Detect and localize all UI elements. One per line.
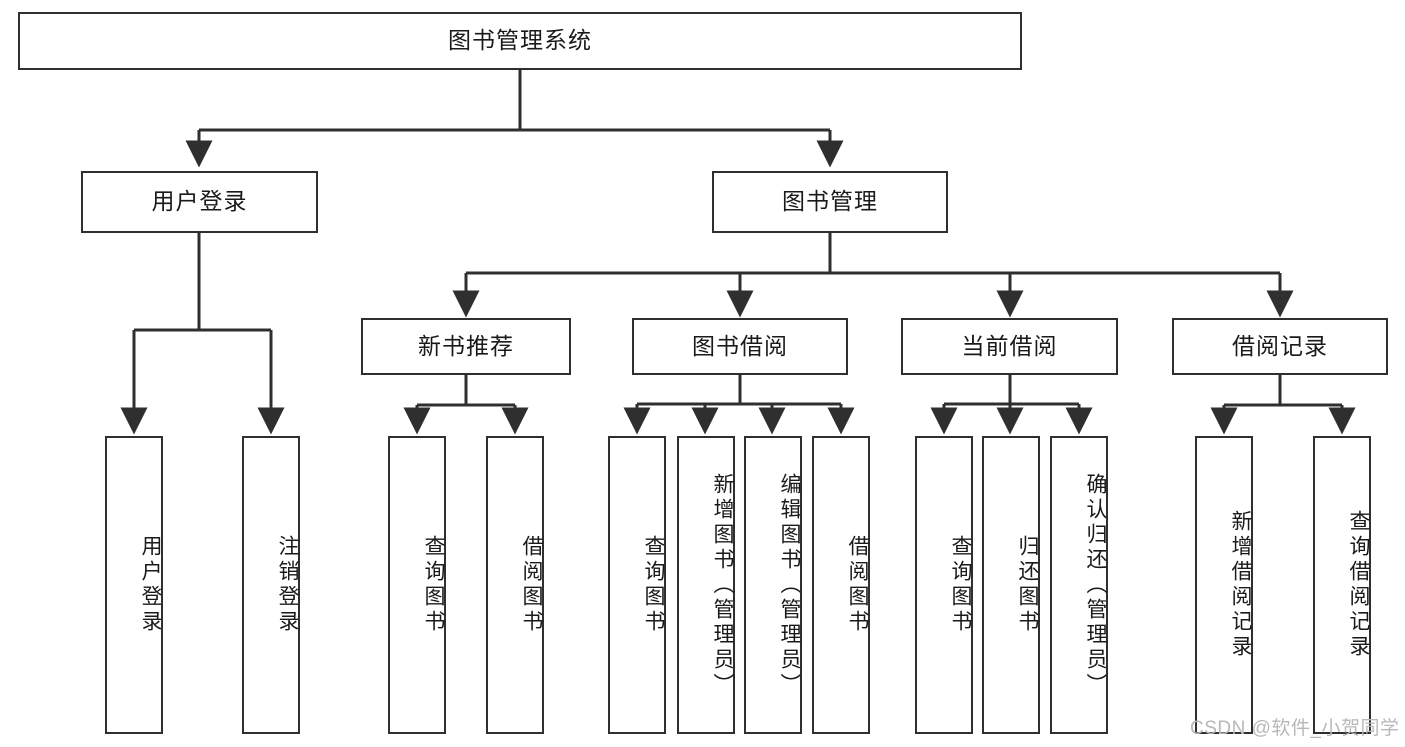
node-book-borrowing[interactable]: 图书借阅	[632, 318, 848, 375]
leaf-current-borrow-query[interactable]: 查询图书	[915, 436, 973, 734]
leaf-new-book-borrow[interactable]: 借阅图书	[486, 436, 544, 734]
leaf-label: 查询借阅记录	[1347, 510, 1370, 660]
leaf-label: 用户登录	[139, 535, 162, 635]
leaf-borrow-record-add[interactable]: 新增借阅记录	[1195, 436, 1253, 734]
node-new-book-recommendation[interactable]: 新书推荐	[361, 318, 571, 375]
leaf-book-borrow-query[interactable]: 查询图书	[608, 436, 666, 734]
node-borrow-records[interactable]: 借阅记录	[1172, 318, 1388, 375]
leaf-label: 新增图书（管理员）	[711, 472, 734, 698]
leaf-label: 查询图书	[422, 535, 445, 635]
leaf-label: 新增借阅记录	[1229, 510, 1252, 660]
node-user-login[interactable]: 用户登录	[81, 171, 318, 233]
node-current-borrowing[interactable]: 当前借阅	[901, 318, 1118, 375]
leaf-label: 归还图书	[1016, 535, 1039, 635]
leaf-label: 借阅图书	[520, 535, 543, 635]
leaf-label: 借阅图书	[846, 535, 869, 635]
leaf-book-borrow-borrow[interactable]: 借阅图书	[812, 436, 870, 734]
leaf-book-borrow-edit[interactable]: 编辑图书（管理员）	[744, 436, 802, 734]
leaf-label: 查询图书	[642, 535, 665, 635]
leaf-label: 查询图书	[949, 535, 972, 635]
leaf-user-login-signout[interactable]: 注销登录	[242, 436, 300, 734]
node-book-management[interactable]: 图书管理	[712, 171, 948, 233]
leaf-book-borrow-add[interactable]: 新增图书（管理员）	[677, 436, 735, 734]
leaf-label: 确认归还（管理员）	[1084, 472, 1107, 698]
leaf-user-login-signin[interactable]: 用户登录	[105, 436, 163, 734]
leaf-borrow-record-query[interactable]: 查询借阅记录	[1313, 436, 1371, 734]
leaf-new-book-query[interactable]: 查询图书	[388, 436, 446, 734]
csdn-watermark: CSDN @软件_小贺同学	[1190, 718, 1400, 739]
leaf-current-borrow-return[interactable]: 归还图书	[982, 436, 1040, 734]
leaf-label: 注销登录	[276, 535, 299, 635]
leaf-current-borrow-confirm-return[interactable]: 确认归还（管理员）	[1050, 436, 1108, 734]
leaf-label: 编辑图书（管理员）	[778, 472, 801, 698]
node-root-library-system[interactable]: 图书管理系统	[18, 12, 1022, 70]
